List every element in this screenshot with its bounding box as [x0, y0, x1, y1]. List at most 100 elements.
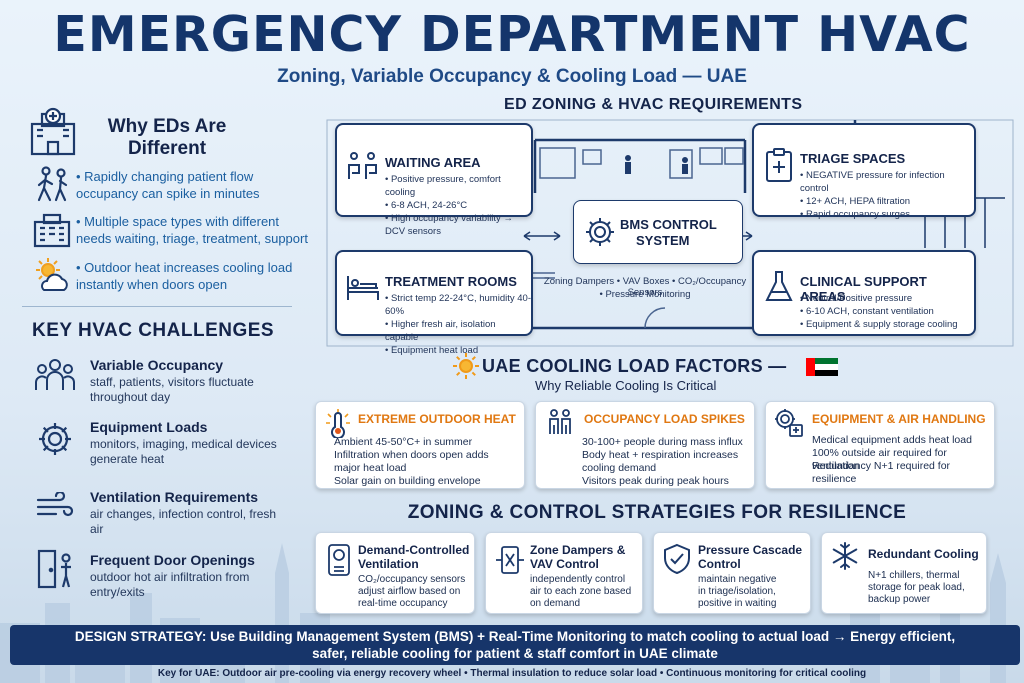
uae-flag-icon: [806, 358, 838, 376]
design-strategy-text: DESIGN STRATEGY: Use Building Management…: [74, 629, 956, 661]
factor-text-line: 30-100+ people during mass influx: [582, 436, 743, 448]
factor-text-line: Solar gain on building envelope: [334, 475, 481, 487]
factor-text-line: Visitors peak during peak hours: [582, 475, 729, 487]
building-icon: [33, 213, 71, 248]
clinical-support-card: CLINICAL SUPPORT AREAS Neutral/Positive …: [752, 250, 976, 336]
strategy-title-vav: Zone Dampers &VAV Control: [530, 543, 626, 571]
triage-title: TRIAGE SPACES: [800, 151, 906, 166]
support-item: Neutral/Positive pressure: [800, 292, 958, 305]
treatment-rooms-card: TREATMENT ROOMS Strict temp 22-24°C, hum…: [335, 250, 533, 356]
strategy-text-line: air to each zone based: [530, 586, 632, 597]
waiting-item: Positive pressure, comfort cooling: [385, 173, 531, 199]
flask-icon: [765, 271, 793, 301]
strategy-text-line: on demand: [530, 598, 581, 609]
strategy-text-line: CO₂/occupancy sensors: [358, 574, 466, 585]
strategy-text-line: storage for peak load,: [868, 582, 965, 593]
strategy-text-line: N+1 chillers, thermal: [868, 570, 960, 581]
strategy-card-vav: Zone Dampers &VAV Control independently …: [485, 532, 643, 614]
treatment-title: TREATMENT ROOMS: [385, 274, 517, 289]
factor-text-line: resilience: [812, 473, 857, 485]
uae-factors-heading: UAE COOLING LOAD FACTORS —: [482, 356, 787, 376]
why-item-space-types: • Multiple space types with different ne…: [76, 214, 308, 246]
strategy-text-line: in triage/isolation,: [698, 586, 776, 597]
key-challenges-heading: KEY HVAC CHALLENGES: [32, 320, 275, 341]
factor-title-equipment: EQUIPMENT & AIR HANDLING: [812, 412, 986, 426]
factor-text-line: Infiltration when doors open adds: [334, 449, 489, 461]
strategy-text-line: maintain negative: [698, 574, 777, 585]
factor-title-outdoor-heat: EXTREME OUTDOOR HEAT: [358, 412, 516, 426]
strategy-text-line: positive in waiting: [698, 598, 777, 609]
shield-check-icon: [664, 543, 690, 575]
design-strategy-banner: [10, 625, 1020, 665]
strategy-text-line: adjust airflow based on: [358, 586, 461, 597]
strategy-text-line: backup power: [868, 594, 931, 605]
challenge-title-ventilation: Ventilation Requirements: [90, 489, 259, 505]
challenge-title-occupancy: Variable Occupancy: [90, 357, 224, 373]
why-item-outdoor-heat: • Outdoor heat increases cooling load in…: [76, 260, 293, 292]
factor-text-line: major heat load: [334, 462, 407, 474]
factor-text-line: Body heat + respiration increases: [582, 449, 739, 461]
waiting-item: High occupancy variability → DCV sensors: [385, 212, 531, 238]
challenge-title-doors: Frequent Door Openings: [90, 552, 255, 568]
factor-title-occupancy: OCCUPANCY LOAD SPIKES: [584, 412, 745, 426]
damper-icon: [496, 546, 524, 574]
page-subtitle: Zoning, Variable Occupancy & Cooling Loa…: [277, 66, 747, 87]
factor-text-line: cooling demand: [582, 462, 657, 474]
clinical-support-list: Neutral/Positive pressure 6-10 ACH, cons…: [800, 292, 958, 331]
treatment-item: Equipment heat load: [385, 344, 531, 357]
factor-text-line: 100% outside air required for ventilatio…: [812, 447, 947, 472]
support-item: Equipment & supply storage cooling: [800, 318, 958, 331]
sun-cloud-icon: [36, 258, 68, 291]
thermometer-sun-icon: [326, 409, 350, 438]
triage-item: 12+ ACH, HEPA filtration: [800, 195, 974, 208]
strategy-text-line: real-time occupancy: [358, 598, 448, 609]
support-item: 6-10 ACH, constant ventilation: [800, 305, 958, 318]
treatment-item: Higher fresh air, isolation capable: [385, 318, 531, 344]
treatment-item: Strict temp 22-24°C, humidity 40-60%: [385, 292, 531, 318]
equipment-gear-icon: [775, 409, 803, 437]
factor-card-occupancy: OCCUPANCY LOAD SPIKES 30-100+ people dur…: [535, 401, 755, 489]
waiting-area-list: Positive pressure, comfort cooling 6-8 A…: [385, 173, 531, 238]
factor-text-line: Ambient 45-50°C+ in summer: [334, 436, 473, 448]
triage-item: Rapid occupancy surges: [800, 208, 974, 221]
bms-components-line1: Zoning Dampers • VAV Boxes • CO₂/Occupan…: [543, 276, 747, 298]
hospital-bed-icon: [347, 276, 379, 300]
door-person-icon: [37, 549, 71, 589]
challenge-desc-equipment: monitors, imaging, medical devices gener…: [90, 437, 277, 466]
challenge-desc-occupancy: staff, patients, visitors fluctuate thro…: [90, 375, 254, 404]
clipboard-medical-icon: [766, 148, 792, 182]
strategies-heading: ZONING & CONTROL STRATEGIES FOR RESILIEN…: [407, 502, 907, 523]
bms-components-line2: • Pressure Monitoring: [599, 289, 691, 300]
bms-title-line1: BMS CONTROL: [620, 217, 717, 232]
waiting-chairs-icon: [348, 152, 377, 179]
uae-factors-subtitle: Why Reliable Cooling Is Critical: [535, 378, 717, 393]
walking-people-icon: [37, 166, 68, 202]
two-people-icon: [549, 409, 571, 434]
wind-icon: [36, 492, 74, 517]
hospital-icon: [30, 107, 76, 156]
waiting-item: 6-8 ACH, 24-26°C: [385, 199, 531, 212]
triage-spaces-card: TRIAGE SPACES NEGATIVE pressure for infe…: [752, 123, 976, 220]
strategy-card-redundant: Redundant Cooling N+1 chillers, thermal …: [821, 532, 987, 614]
triage-item: NEGATIVE pressure for infection control: [800, 169, 974, 195]
page-title: EMERGENCY DEPARTMENT HVAC: [53, 6, 971, 63]
challenge-desc-ventilation: air changes, infection control, fresh ai…: [90, 507, 277, 536]
strategy-title-redundant: Redundant Cooling: [868, 547, 979, 561]
challenge-desc-doors: outdoor hot air infiltration from entry/…: [90, 570, 250, 599]
factor-text-line: Redundancy N+1 required for: [812, 460, 951, 472]
treatment-list: Strict temp 22-24°C, humidity 40-60% Hig…: [385, 292, 531, 357]
snowflake-icon: [832, 542, 858, 570]
bms-title-line2: SYSTEM: [636, 233, 690, 248]
co2-sensor-icon: [328, 544, 350, 576]
people-group-icon: [35, 359, 75, 390]
sun-icon: [453, 353, 479, 379]
waiting-area-title: WAITING AREA: [385, 155, 481, 170]
waiting-area-card: WAITING AREA Positive pressure, comfort …: [335, 123, 533, 237]
gear-icon: [39, 423, 71, 455]
factor-card-equipment: EQUIPMENT & AIR HANDLING Medical equipme…: [765, 401, 995, 489]
bms-control-card: BMS CONTROL SYSTEM: [573, 200, 743, 264]
